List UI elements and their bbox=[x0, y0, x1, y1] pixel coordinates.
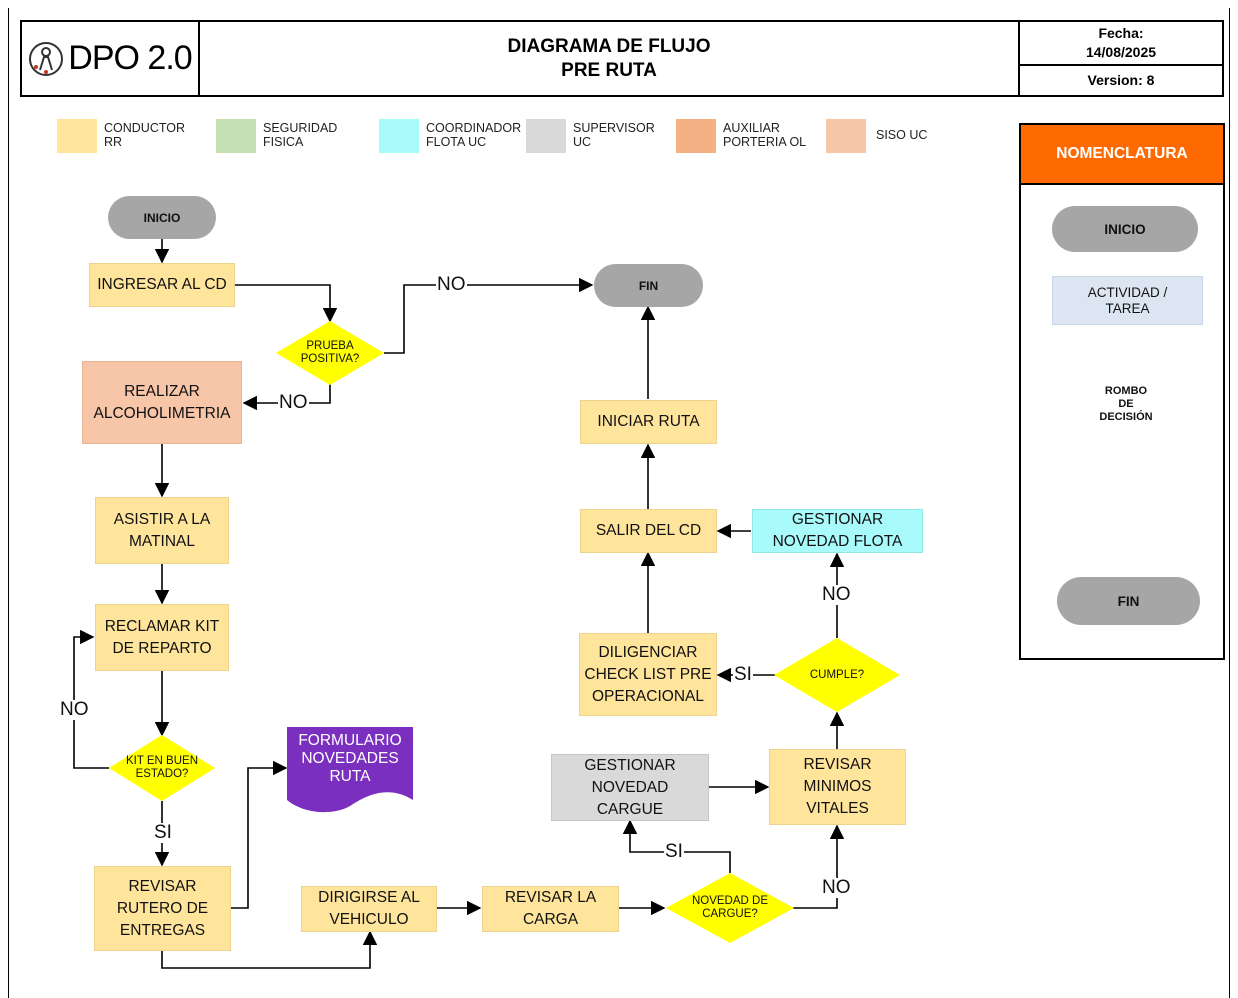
node-ingresar: INGRESAR AL CD bbox=[89, 263, 235, 307]
legend-swatch-conductor bbox=[57, 119, 97, 153]
title-line-1: DIAGRAMA DE FLUJO bbox=[507, 35, 711, 57]
edge-label-si-checklist: SI bbox=[733, 664, 753, 685]
nomenclature-fin: FIN bbox=[1057, 577, 1200, 625]
decision-cumple-shape bbox=[774, 638, 900, 712]
node-minimos: REVISAR MINIMOS VITALES bbox=[769, 749, 906, 825]
node-kit: RECLAMAR KIT DE REPARTO bbox=[95, 604, 229, 671]
legend-swatch-coordinador bbox=[379, 119, 419, 153]
node-dirigirse: DIRIGIRSE AL VEHICULO bbox=[301, 886, 437, 932]
node-salir: SALIR DEL CD bbox=[580, 509, 717, 553]
node-matinal: ASISTIR A LA MATINAL bbox=[95, 497, 229, 564]
legend-label-conductor: CONDUCTOR RR bbox=[104, 121, 186, 149]
legend-swatch-siso bbox=[826, 119, 866, 153]
legend-label-auxiliar: AUXILIAR PORTERIA OL bbox=[723, 121, 807, 149]
node-inicio: INICIO bbox=[108, 196, 216, 239]
edge-label-no-fin: NO bbox=[436, 274, 467, 295]
nomenclature-panel: NOMENCLATURA bbox=[1019, 123, 1225, 660]
node-checklist: DILIGENCIAR CHECK LIST PRE OPERACIONAL bbox=[579, 633, 717, 716]
legend-label-supervisor: SUPERVISOR UC bbox=[573, 121, 655, 149]
fecha-label: Fecha: bbox=[1098, 25, 1144, 41]
logo-person-icon bbox=[29, 41, 64, 76]
legend-label-seguridad: SEGURIDAD FISICA bbox=[263, 121, 338, 149]
node-gestionar-flota: GESTIONAR NOVEDAD FLOTA bbox=[752, 509, 923, 553]
edge-label-si-gestionar: SI bbox=[664, 841, 684, 862]
nomenclature-title: NOMENCLATURA bbox=[1021, 125, 1223, 185]
nomenclature-actividad: ACTIVIDAD / TAREA bbox=[1052, 276, 1203, 325]
legend-swatch-seguridad bbox=[216, 119, 256, 153]
node-alcoholimetria: REALIZAR ALCOHOLIMETRIA bbox=[82, 361, 242, 444]
title-line-2: PRE RUTA bbox=[561, 59, 657, 81]
edge-label-no-minimos: NO bbox=[821, 877, 852, 898]
node-iniciar: INICIAR RUTA bbox=[580, 400, 717, 444]
edge-rutero-dirigirse bbox=[161, 930, 378, 969]
version-cell: Version: 8 bbox=[1018, 64, 1224, 97]
logo-cell: DPO 2.0 bbox=[20, 20, 200, 97]
edge-novedad-minimos bbox=[793, 824, 845, 909]
edge-label-si-rutero: SI bbox=[153, 822, 173, 843]
page-frame bbox=[8, 8, 1230, 998]
node-rutero: REVISAR RUTERO DE ENTREGAS bbox=[94, 866, 231, 951]
edge-label-no-kit: NO bbox=[59, 699, 90, 720]
edge-prueba-alcoholimetria bbox=[242, 384, 331, 411]
document-formulario-shape bbox=[287, 727, 413, 813]
decision-prueba-shape bbox=[276, 321, 384, 385]
node-revisar-carga: REVISAR LA CARGA bbox=[482, 886, 619, 932]
legend-swatch-auxiliar bbox=[676, 119, 716, 153]
edge-ingresar-prueba bbox=[235, 284, 338, 323]
decision-novedad-shape bbox=[666, 873, 794, 943]
version-value: Version: 8 bbox=[1087, 72, 1155, 88]
edge-rutero-formulario bbox=[231, 760, 288, 909]
node-gestionar-cargue: GESTIONAR NOVEDAD CARGUE bbox=[551, 754, 709, 821]
edge-prueba-fin bbox=[384, 277, 594, 354]
decision-kit-estado-shape bbox=[109, 735, 215, 801]
node-fin: FIN bbox=[594, 264, 703, 307]
edge-label-no-flota: NO bbox=[821, 584, 852, 605]
fecha-value: 14/08/2025 bbox=[1085, 44, 1157, 60]
nomenclature-inicio: INICIO bbox=[1052, 206, 1198, 252]
edge-label-no-alcoholimetria: NO bbox=[278, 392, 309, 413]
logo-text: DPO 2.0 bbox=[68, 39, 192, 77]
legend-label-coordinador: COORDINADOR FLOTA UC bbox=[426, 121, 522, 149]
title-cell: DIAGRAMA DE FLUJO PRE RUTA bbox=[198, 20, 1020, 97]
legend-label-siso: SISO UC bbox=[876, 128, 928, 142]
legend-swatch-supervisor bbox=[526, 119, 566, 153]
